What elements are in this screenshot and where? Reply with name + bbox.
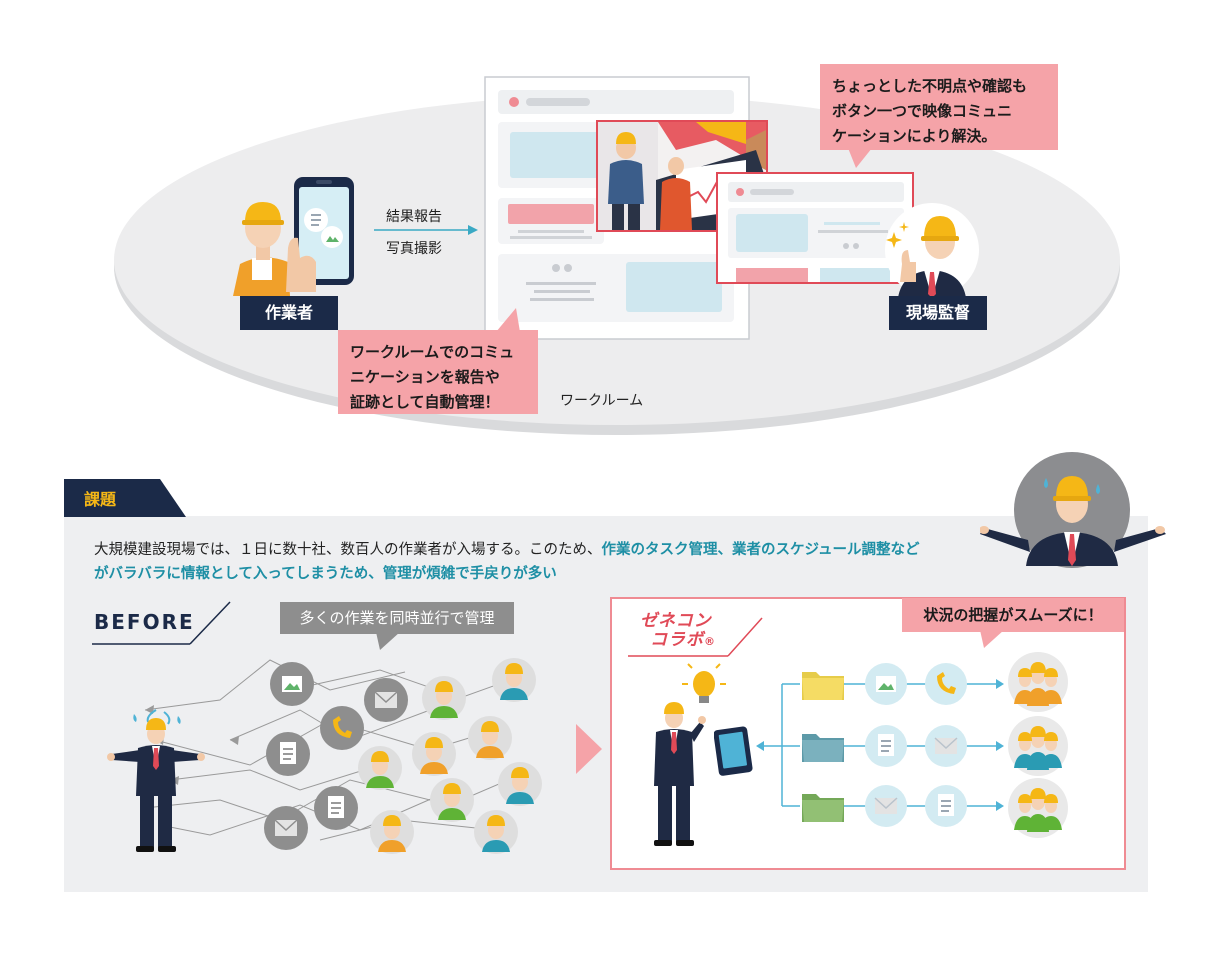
worker-hand xyxy=(286,237,316,292)
before-bubble: 多くの作業を同時並行で管理 xyxy=(280,602,514,634)
worker-avatars xyxy=(358,658,542,854)
folder-icons xyxy=(802,672,844,822)
after-flow-diagram xyxy=(756,652,1068,838)
tablet-icon xyxy=(714,726,753,776)
arrow-right-icon xyxy=(374,225,478,235)
idea-manager-figure xyxy=(654,663,726,846)
logo-mark: ® xyxy=(704,635,716,648)
logo-line-2: コラボ xyxy=(650,630,704,650)
workroom-label: ワークルーム xyxy=(560,393,644,409)
gray-icon-circles xyxy=(264,662,408,850)
callout-workroom-line: 証跡として自動管理！ xyxy=(350,393,500,411)
issue-desc-highlight: 作業のタスク管理、業者のスケジュール調整など xyxy=(601,542,920,558)
callout-video-line: ちょっとした不明点や確認も xyxy=(832,77,1028,95)
callout-workroom-line: ニケーションを報告や xyxy=(350,368,500,386)
logo-line-1: ゼネコン xyxy=(640,611,712,631)
transition-arrow-icon xyxy=(576,724,602,774)
worker-figure xyxy=(233,202,290,296)
worker-label: 作業者 xyxy=(240,296,338,330)
bubble-pointer xyxy=(980,630,1004,648)
callout-video-line: ボタン一つで映像コミュニ xyxy=(832,102,1013,120)
before-underline xyxy=(92,601,231,645)
logo-underline xyxy=(628,617,763,657)
supervisor-screen xyxy=(716,172,914,284)
report-label: 結果報告 xyxy=(386,209,442,225)
photo-label: 写真撮影 xyxy=(386,241,442,257)
issue-tab xyxy=(64,479,186,517)
genecon-collab-logo: ゼネコン コラボ® xyxy=(640,612,750,656)
confused-manager-figure xyxy=(107,709,205,852)
callout-pointer xyxy=(496,308,520,332)
before-label: BEFORE xyxy=(94,610,195,634)
issue-description: 大規模建設現場では、１日に数十社、数百人の作業者が入場する。このため、作業のタス… xyxy=(94,538,1014,586)
after-bubble: 状況の把握がスムーズに！ xyxy=(902,598,1124,632)
team-groups xyxy=(1008,652,1068,838)
supervisor-figure xyxy=(885,203,979,298)
teal-icon-circles xyxy=(865,663,967,827)
before-network-diagram xyxy=(144,658,542,854)
callout-video-line: ケーションにより解決。 xyxy=(832,127,997,145)
callout-video: ちょっとした不明点や確認も ボタン一つで映像コミュニ ケーションにより解決。 xyxy=(820,64,1058,150)
callout-workroom-line: ワークルームでのコミュ xyxy=(350,343,515,361)
issue-tab-label: 課題 xyxy=(84,490,117,509)
issue-desc-plain: 大規模建設現場では、１日に数十社、数百人の作業者が入場する。このため、 xyxy=(94,542,602,558)
callout-workroom: ワークルームでのコミュ ニケーションを報告や 証跡として自動管理！ xyxy=(338,330,538,414)
callout-pointer xyxy=(848,148,872,168)
bubble-pointer xyxy=(376,632,400,650)
troubled-supervisor-figure xyxy=(980,452,1166,568)
supervisor-label: 現場監督 xyxy=(889,296,987,330)
issue-desc-highlight: がバラバラに情報として入ってしまうため、管理が煩雑で手戻りが多い xyxy=(94,566,557,582)
